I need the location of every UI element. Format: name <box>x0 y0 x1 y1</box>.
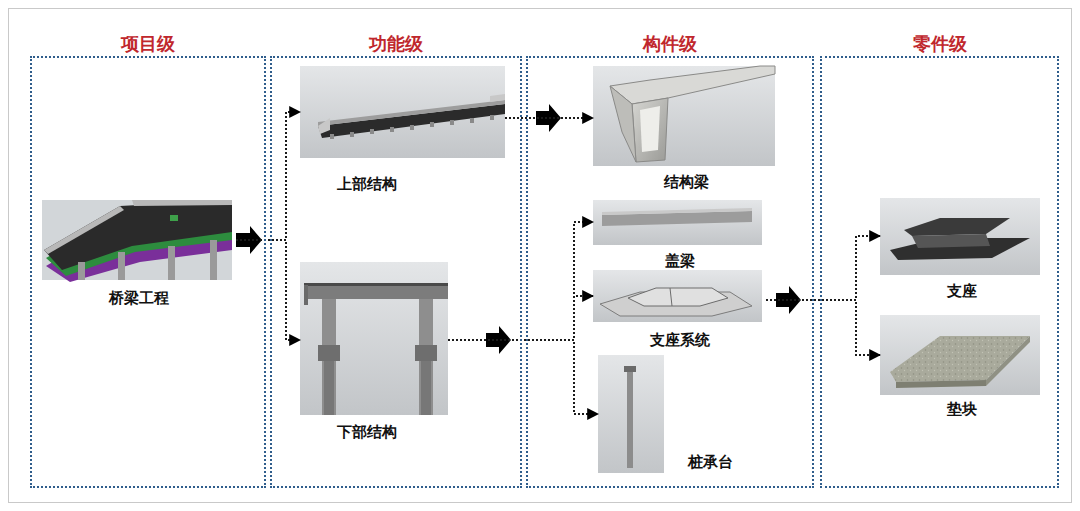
dotted-panel-border <box>526 56 814 488</box>
component-caption: 桩承台 <box>688 452 733 472</box>
level-title: 零件级 <box>820 28 1059 56</box>
level-panel: 零件级支座垫块 <box>820 28 1059 488</box>
component-item: 桥梁工程 <box>42 200 236 310</box>
bearing-picture <box>880 198 1040 275</box>
component-caption: 下部结构 <box>337 422 397 442</box>
hierarchy-connector <box>236 240 300 340</box>
bridge-picture <box>42 200 232 282</box>
component-item: 支座 <box>880 198 1044 305</box>
component-caption: 结构梁 <box>593 172 779 192</box>
hierarchy-connector <box>448 340 598 414</box>
superstructure-picture <box>300 66 505 158</box>
component-item: 结构梁 <box>593 66 779 194</box>
component-caption: 桥梁工程 <box>42 288 236 308</box>
level-panel: 构件级结构梁盖梁支座系统桩承台 <box>526 28 814 488</box>
hierarchy-connector <box>505 117 593 119</box>
component-item: 支座系统 <box>593 270 766 352</box>
level-panel: 功能级上部结构下部结构 <box>270 28 522 488</box>
hierarchy-connector <box>766 300 880 355</box>
level-title: 项目级 <box>30 28 266 56</box>
block-arrow <box>236 104 801 354</box>
component-item: 上部结构 <box>300 66 505 196</box>
component-caption: 支座 <box>880 281 1044 301</box>
level-title: 构件级 <box>526 28 814 56</box>
component-caption: 盖梁 <box>593 251 766 271</box>
outer-frame <box>9 9 1072 503</box>
component-caption: 垫块 <box>880 399 1044 419</box>
hierarchy-connector <box>236 112 300 240</box>
beam-picture <box>593 66 775 166</box>
component-item: 下部结构 <box>300 262 448 444</box>
level-panel: 项目级桥梁工程 <box>30 28 266 488</box>
component-item: 盖梁 <box>593 200 766 275</box>
component-item: 垫块 <box>880 315 1044 423</box>
bearing-system-picture <box>593 270 762 322</box>
pile-cap-picture <box>598 355 664 473</box>
block-picture <box>880 315 1040 395</box>
dotted-panel-border <box>30 56 266 488</box>
level-title: 功能级 <box>270 28 522 56</box>
component-caption: 上部结构 <box>337 174 397 194</box>
hierarchy-connector <box>766 236 880 300</box>
cap-beam-picture <box>593 200 762 245</box>
substructure-picture <box>300 262 448 415</box>
dotted-panel-border <box>820 56 1059 488</box>
component-caption: 支座系统 <box>593 330 766 350</box>
component-item: 桩承台 <box>598 355 738 475</box>
